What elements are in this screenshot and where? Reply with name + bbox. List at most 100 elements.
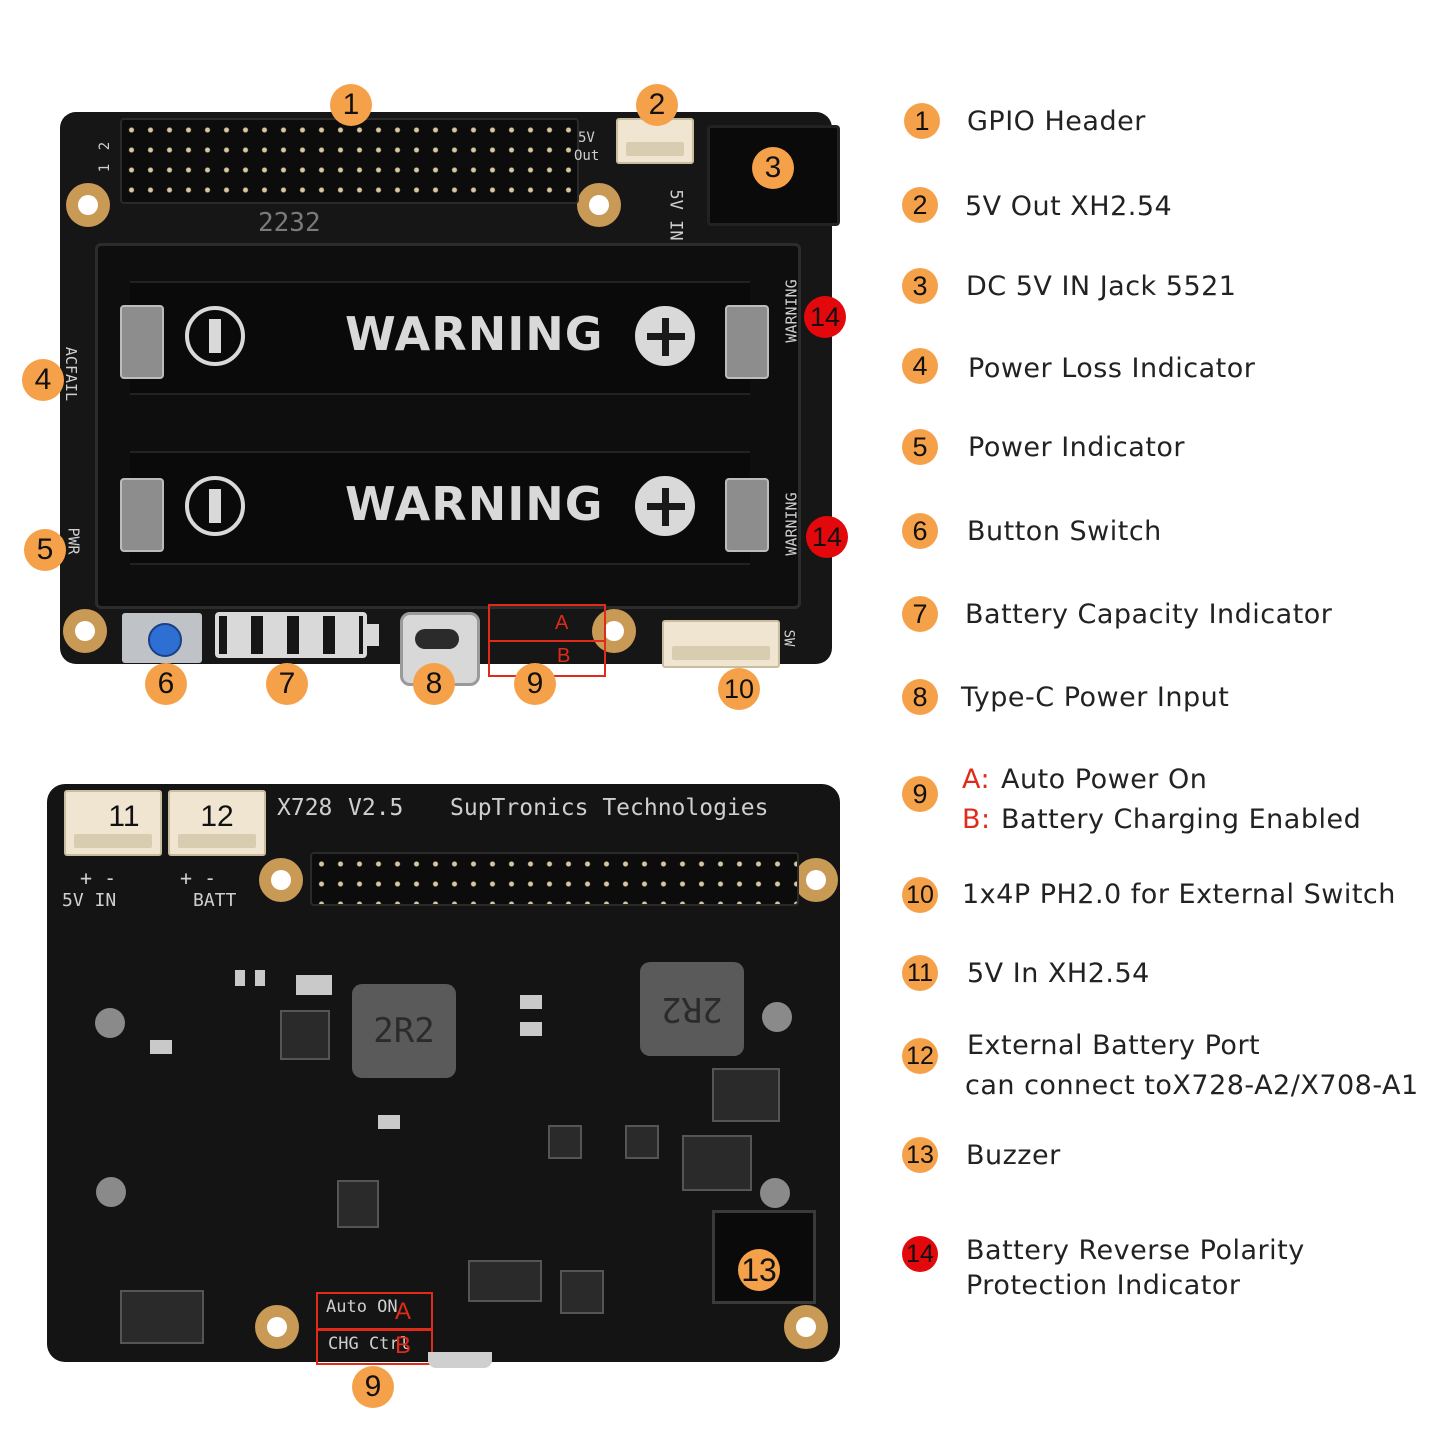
legend-text-12: External Battery Port [967, 1030, 1261, 1061]
gpio-header [120, 118, 579, 204]
legend-text-5: Power Indicator [968, 432, 1186, 463]
silk-sw: SW [780, 629, 797, 647]
legend-badge-9: 9 [902, 776, 938, 812]
jumper-label-a: A [555, 612, 569, 634]
ic-chip [625, 1125, 659, 1159]
jumper-box-a [488, 604, 606, 642]
silk-auto-on: Auto ON [326, 1297, 398, 1317]
silk-pwr: PWR [64, 527, 83, 555]
battery-clip [725, 305, 769, 379]
legend-text-14: Battery Reverse Polarity [966, 1235, 1305, 1266]
callout-12: 12 [200, 800, 234, 833]
jumper-label-b-bottom: B [395, 1332, 412, 1359]
battery-warning-1: WARNING [345, 307, 604, 361]
smd-component [378, 1115, 400, 1129]
legend-badge-10: 10 [902, 877, 938, 913]
jumper-label-b: B [557, 645, 571, 667]
callout-11: 11 [108, 800, 140, 833]
silk-version: V2.5 [348, 795, 404, 821]
battery-clip [120, 478, 164, 552]
legend-text-10: 1x4P PH2.0 for External Switch [962, 879, 1396, 910]
ic-chip [682, 1135, 752, 1191]
battery-cell-1: WARNING [130, 281, 750, 395]
smd-component [255, 970, 265, 986]
callout-5: 5 [24, 529, 66, 571]
ic-chip [468, 1260, 542, 1302]
ic-chip [548, 1125, 582, 1159]
legend-text-3: DC 5V IN Jack 5521 [966, 271, 1237, 302]
date-code: 2232 [258, 208, 321, 238]
silk-5v-in-bottom: 5V IN [62, 890, 117, 911]
silk-chg-ctrl: CHG Ctrl [328, 1334, 410, 1354]
battery-clip [120, 305, 164, 379]
silk-warning-right-top: WARNING [782, 279, 801, 343]
silk-plus-minus-1: + - [80, 866, 117, 890]
ic-chip [712, 1068, 780, 1122]
battery-cell-2: WARNING [130, 451, 750, 565]
silk-batt: BATT [193, 890, 237, 911]
callout-1: 1 [330, 84, 372, 126]
smd-component [520, 1022, 542, 1036]
mounting-hole [592, 609, 636, 653]
legend-badge-11: 11 [902, 955, 938, 991]
push-button [122, 613, 202, 663]
legend-text-1: GPIO Header [967, 106, 1146, 137]
silk-acfail: ACFAIL [62, 346, 81, 402]
battery-indicator-tip [367, 624, 379, 646]
callout-9-bottom: 9 [352, 1366, 394, 1408]
minus-icon [185, 306, 245, 366]
callout-6: 6 [145, 663, 187, 705]
jumper-label-a-bottom: A [395, 1298, 412, 1325]
type-c-port-bottom [428, 1352, 492, 1368]
silk-out: Out [574, 148, 600, 164]
gpio-header-bottom [310, 852, 799, 906]
callout-2: 2 [636, 84, 678, 126]
plus-icon [635, 306, 695, 366]
legend-text-2: 5V Out XH2.54 [965, 191, 1173, 222]
callout-3: 3 [752, 147, 794, 189]
legend-badge-8: 8 [902, 679, 938, 715]
jumper-box-chg-ctrl [316, 1328, 433, 1365]
silk-model: X728 [277, 795, 333, 821]
battery-level-indicator [215, 612, 367, 658]
legend-text-14b: Protection Indicator [966, 1270, 1241, 1301]
battery-holder: WARNING WARNING [95, 243, 801, 609]
smd-component [150, 1040, 172, 1054]
silk-5v-out: 5V [578, 130, 595, 146]
callout-7: 7 [266, 663, 308, 705]
legend-badge-2: 2 [902, 187, 938, 223]
inductor-2: 2R2 [640, 962, 744, 1056]
callout-14-top: 14 [804, 296, 846, 338]
mounting-hole [784, 1305, 828, 1349]
legend-badge-12: 12 [902, 1038, 938, 1074]
legend-badge-6: 6 [902, 513, 938, 549]
callout-8: 8 [413, 663, 455, 705]
legend-9-b-label: B: [962, 804, 991, 835]
battery-clip [725, 478, 769, 552]
battery-warning-2: WARNING [345, 477, 604, 531]
smd-component [296, 975, 332, 995]
legend-text-8: Type-C Power Input [961, 682, 1230, 713]
mounting-hole [577, 183, 621, 227]
legend-badge-3: 3 [902, 268, 938, 304]
legend-badge-7: 7 [902, 596, 938, 632]
smd-component [520, 995, 542, 1009]
legend-9-b-text: Battery Charging Enabled [1001, 804, 1362, 835]
legend-badge-4: 4 [902, 348, 938, 384]
silk-warning-right-bottom: WARNING [782, 492, 801, 556]
legend-9-a-label: A: [962, 764, 991, 795]
mounting-hole [66, 183, 110, 227]
legend-text-11: 5V In XH2.54 [967, 958, 1150, 989]
legend-badge-14: 14 [902, 1236, 938, 1272]
ic-chip [560, 1270, 604, 1314]
legend-text-7: Battery Capacity Indicator [965, 599, 1333, 630]
silk-5v-in: 5V IN [665, 189, 686, 241]
ic-chip [120, 1290, 204, 1344]
5v-in-connector [64, 790, 162, 856]
legend-text-6: Button Switch [967, 516, 1162, 547]
test-point [762, 1002, 792, 1032]
mounting-hole [255, 1305, 299, 1349]
external-switch-connector [662, 620, 780, 668]
callout-14-bottom: 14 [806, 516, 848, 558]
legend-badge-5: 5 [902, 429, 938, 465]
